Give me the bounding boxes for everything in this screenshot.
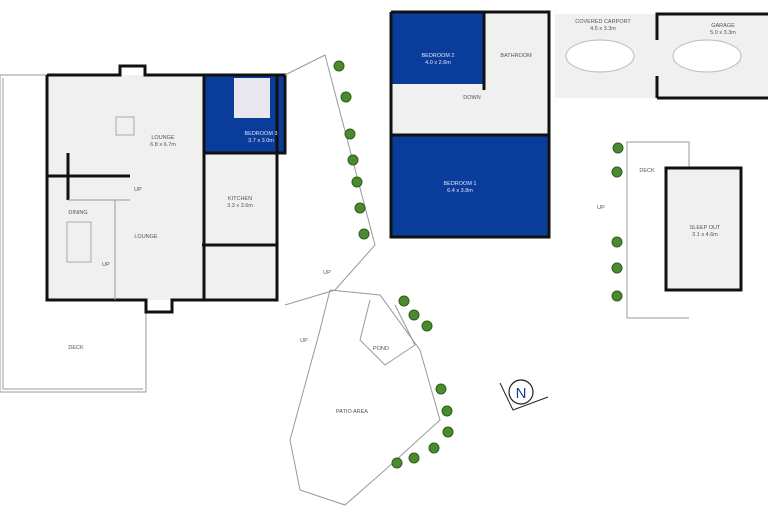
garage-label: GARAGE — [711, 23, 735, 29]
lounge2-label: LOUNGE — [134, 234, 158, 240]
tree-icon — [435, 383, 447, 395]
tree-icon — [408, 309, 420, 321]
tree-icon — [354, 202, 366, 214]
dining-label: DINING — [68, 210, 87, 216]
bedroom3-size: 3.7 x 3.0m — [248, 138, 274, 144]
pond-label: POND — [373, 346, 389, 352]
lounge-size: 6.8 x 6.7m — [150, 142, 176, 148]
tree-icon — [358, 228, 370, 240]
carport-garage: COVERED CARPORT 4.5 x 3.3m GARAGE 5.0 x … — [555, 12, 768, 100]
trees — [333, 60, 624, 469]
bedroom-1 — [391, 135, 549, 237]
carport-size: 4.5 x 3.3m — [590, 26, 616, 32]
north-compass-icon: N — [499, 379, 549, 411]
tree-icon — [408, 452, 420, 464]
tree-icon — [441, 405, 453, 417]
main-deck: DECK — [0, 74, 147, 393]
kitchen-size: 3.3 x 3.6m — [227, 203, 253, 209]
up-label: UP — [102, 262, 110, 268]
sleepout-label: SLEEP OUT — [690, 225, 721, 231]
tree-icon — [428, 442, 440, 454]
tree-icon — [340, 91, 352, 103]
tree-icon — [611, 290, 623, 302]
tree-icon — [333, 60, 345, 72]
bedroom-2 — [391, 12, 484, 84]
bathroom-label: BATHROOM — [500, 53, 532, 59]
sleepout: DECK UP SLEEP OUT 3.1 x 4.6m — [597, 141, 743, 319]
tree-icon — [344, 128, 356, 140]
tree-icon — [611, 236, 623, 248]
tree-icon — [611, 166, 623, 178]
deck-label: DECK — [68, 345, 84, 351]
upper-floor: BEDROOM 2 4.0 x 2.6m BATHROOM DOWN BEDRO… — [389, 10, 551, 239]
up-label: UP — [597, 205, 605, 211]
bedroom1-size: 6.4 x 3.8m — [447, 188, 473, 194]
tree-icon — [351, 176, 363, 188]
patio-area: UP UP POND PATIO AREA — [284, 54, 441, 506]
down-label: DOWN — [463, 95, 480, 101]
bedroom2-label: BEDROOM 2 — [421, 53, 454, 59]
tree-icon — [611, 262, 623, 274]
carport-label: COVERED CARPORT — [575, 19, 631, 25]
main-house: LOUNGE 6.8 x 6.7m BEDROOM 3 3.7 x 3.0m K… — [45, 64, 287, 314]
tree-icon — [391, 457, 403, 469]
sleepout-size: 3.1 x 4.6m — [692, 232, 718, 238]
tree-icon — [347, 154, 359, 166]
compass-label: N — [516, 385, 527, 402]
tree-icon — [421, 320, 433, 332]
tree-icon — [612, 142, 624, 154]
up-label: UP — [134, 187, 142, 193]
up-label: UP — [323, 270, 331, 276]
lounge-label: LOUNGE — [151, 135, 175, 141]
bedroom2-size: 4.0 x 2.6m — [425, 60, 451, 66]
bedroom1-label: BEDROOM 1 — [443, 181, 476, 187]
patio-label: PATIO AREA — [336, 409, 368, 415]
bedroom3-label: BEDROOM 3 — [244, 131, 277, 137]
up-label: UP — [300, 338, 308, 344]
tree-icon — [442, 426, 454, 438]
kitchen-label: KITCHEN — [228, 196, 252, 202]
deck-label: DECK — [639, 168, 655, 174]
tree-icon — [398, 295, 410, 307]
garage-size: 5.0 x 3.3m — [710, 30, 736, 36]
